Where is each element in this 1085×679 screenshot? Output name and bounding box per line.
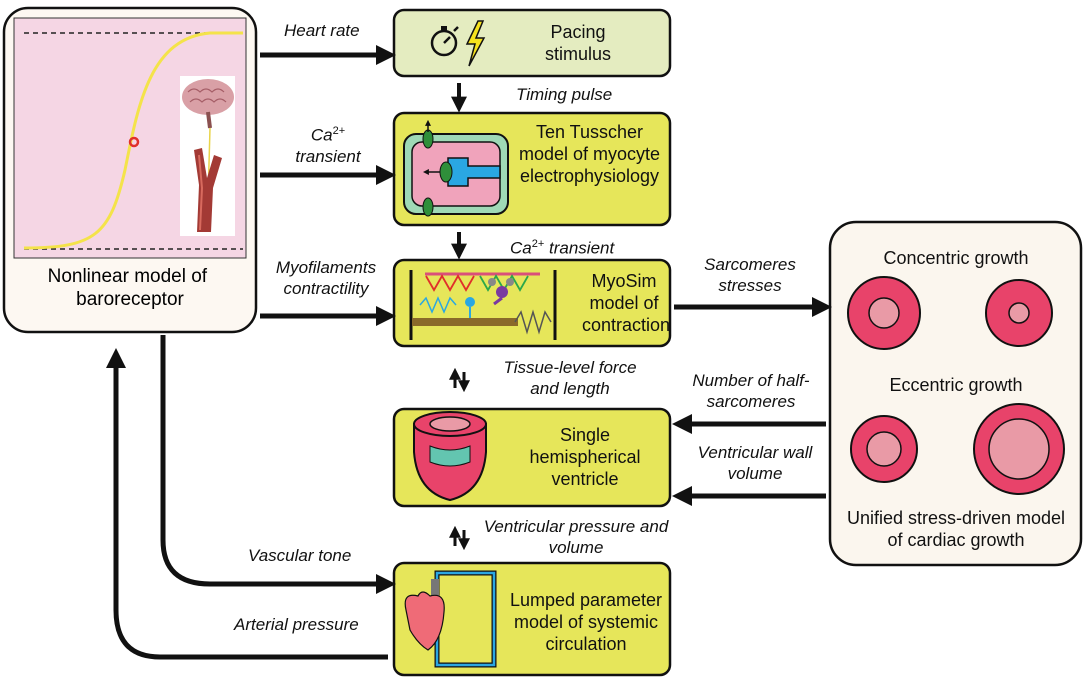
- heart-icon: [404, 591, 445, 651]
- eccentric-large-circle: [973, 403, 1065, 495]
- ca-mid-symbol: Ca: [510, 238, 532, 258]
- baroreceptor-title: Nonlinear model of baroreceptor: [48, 266, 213, 310]
- brain-icon: [182, 79, 234, 129]
- ventricle-label: Single hemispherical ventricle: [529, 425, 641, 489]
- timing-pulse-label: Timing pulse: [516, 85, 613, 104]
- half-sarcomeres-label: Number of half-sarcomeres: [692, 371, 810, 411]
- heart-rate-label: Heart rate: [284, 21, 360, 40]
- myosim-label: MyoSim model of contraction: [582, 271, 671, 335]
- ca-left-superscript: 2+: [332, 125, 346, 137]
- brain-artery-image: [180, 76, 235, 236]
- arterial-pressure-label: Arterial pressure: [234, 615, 359, 634]
- ventricle-icon: [413, 411, 487, 502]
- ventricular-pv-label: Ventricular pressure and volume: [483, 517, 669, 557]
- carotid-artery-icon: [194, 148, 222, 232]
- arrow-vascular-tone: [160, 335, 397, 594]
- wall-volume-label: Ventricular wall volume: [697, 443, 813, 483]
- sigmoid-curve: [23, 31, 243, 250]
- sarcomere-stress-label: Sarcomeres stresses: [704, 255, 796, 295]
- tissue-level-label: Tissue-level force and length: [503, 358, 637, 398]
- eccentric-small-circle: [850, 415, 918, 483]
- operating-point-marker: [128, 136, 140, 148]
- myofilaments-label: Myofilaments contractility: [275, 258, 377, 298]
- concentric-large-circle: [985, 279, 1053, 347]
- ca-left-word: transient: [295, 146, 361, 166]
- bidir-arrow-pressure: [449, 525, 470, 551]
- bidir-arrow-tissue: [449, 367, 470, 393]
- ca-transient-mid-label: Ca2+ transient: [510, 234, 614, 259]
- stopwatch-icon: [430, 26, 459, 57]
- circulation-label: Lumped parameter model of systemic circu…: [509, 590, 663, 654]
- arrow-arterial-pressure: [106, 347, 388, 660]
- vascular-tone-label: Vascular tone: [248, 546, 352, 565]
- sarcomere-icon: [409, 270, 557, 340]
- circulation-box: [392, 561, 672, 677]
- ca-mid-superscript: 2+: [531, 238, 545, 250]
- ca-left-symbol: Ca: [310, 125, 333, 145]
- unified-label: Unified stress-driven model of cardiac g…: [846, 508, 1066, 550]
- pacing-box: [392, 8, 672, 78]
- tentusscher-label: Ten Tusscher model of myocyte electrophy…: [518, 122, 661, 186]
- pacing-label: Pacing stimulus: [544, 22, 611, 64]
- baroreceptor-panel: Nonlinear model of baroreceptor: [2, 6, 258, 334]
- concentric-small-circle: [847, 276, 921, 350]
- lightning-icon: [465, 20, 486, 67]
- concentric-label: Concentric growth: [883, 248, 1029, 268]
- eccentric-label: Eccentric growth: [889, 375, 1023, 395]
- ca-mid-word: transient: [544, 238, 615, 258]
- myocyte-icon: [403, 119, 509, 217]
- ca-transient-left-label: Ca2+ transient: [282, 121, 374, 167]
